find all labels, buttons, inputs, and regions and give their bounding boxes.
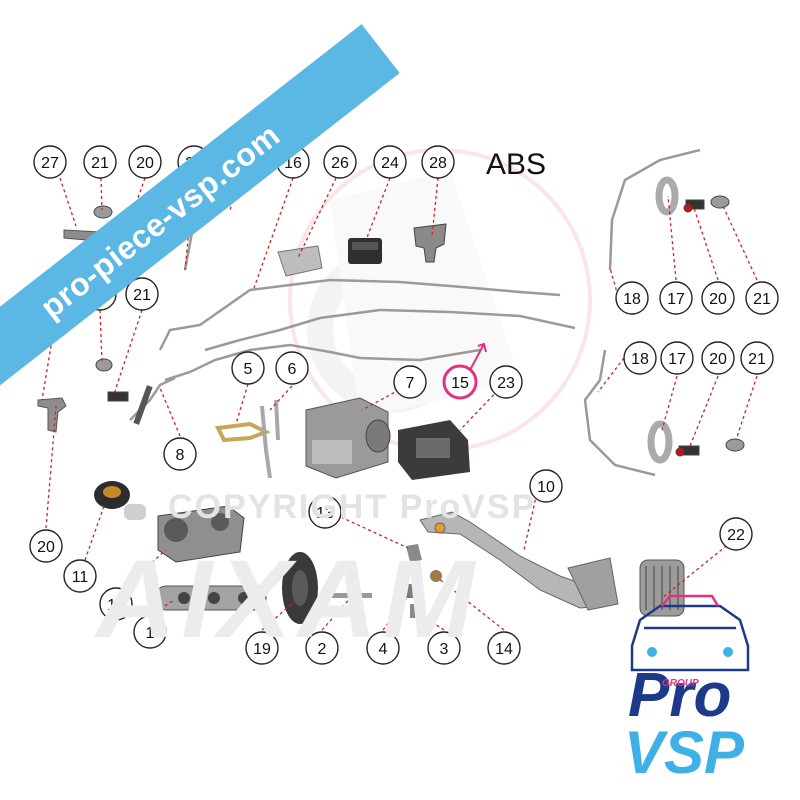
callout-number: 11 xyxy=(72,569,89,586)
callout-number: 20 xyxy=(709,291,727,308)
callout-number: 5 xyxy=(244,361,253,378)
logo-vsp-text: VSP xyxy=(624,719,745,786)
callout-number: 10 xyxy=(537,479,555,496)
highlight-arrow xyxy=(469,342,487,371)
callout-number: 24 xyxy=(381,155,399,172)
part-pipe-clips xyxy=(214,399,280,479)
logo-group-text: GROUP xyxy=(662,678,699,689)
callout-number: 7 xyxy=(406,375,415,392)
callout-number-highlighted: 15 xyxy=(451,375,469,392)
callout-number: 13 xyxy=(316,505,334,522)
leader-lines xyxy=(41,177,758,631)
part-abs-unit-7 xyxy=(305,397,391,479)
part-pedal-pad-22 xyxy=(639,559,685,617)
part-booster-19 xyxy=(282,552,318,624)
callout-number: 20 xyxy=(37,539,55,556)
abs-label: ABS xyxy=(486,148,547,181)
callout-number: 23 xyxy=(497,375,515,392)
callout-number: 27 xyxy=(41,155,59,172)
abs-sensor-rings xyxy=(647,176,679,464)
copyright-watermark: COPYRIGHT ProVSP xyxy=(168,488,537,526)
brake-lines xyxy=(129,148,701,477)
callout-number: 1 xyxy=(146,625,155,642)
callout-number: 18 xyxy=(623,291,641,308)
callout-number: 18 xyxy=(631,351,649,368)
callout-number: 21 xyxy=(91,155,109,172)
part-master-cylinder-1 xyxy=(155,585,267,611)
callout-number: 22 xyxy=(727,527,745,544)
part-module-24 xyxy=(348,238,382,264)
callout-number: 8 xyxy=(176,447,185,464)
callout-number: 17 xyxy=(668,351,686,368)
part-cap-11 xyxy=(94,481,146,520)
callout-number: 20 xyxy=(136,155,154,172)
callout-number: 21 xyxy=(748,351,766,368)
callout-number: 14 xyxy=(495,641,513,658)
callout-number: 28 xyxy=(429,155,447,172)
part-reservoir-12 xyxy=(157,505,245,563)
callout-number: 3 xyxy=(440,641,449,658)
callout-number: 4 xyxy=(379,641,388,658)
callout-number: 21 xyxy=(133,287,151,304)
callout-number: 6 xyxy=(288,361,297,378)
callout-number: 12 xyxy=(107,597,125,614)
callout-number: 21 xyxy=(753,291,771,308)
part-small-hardware xyxy=(326,544,442,618)
logo-pro-text: Pro xyxy=(628,661,732,730)
part-bracket-23 xyxy=(398,420,470,480)
callout-number: 2 xyxy=(318,641,327,658)
part-sensor-28 xyxy=(413,223,447,263)
callout-number: 19 xyxy=(253,641,271,658)
part-bolt-8 xyxy=(133,385,153,425)
callout-number: 17 xyxy=(667,291,685,308)
callout-number: 26 xyxy=(331,155,349,172)
part-pedal-10 xyxy=(419,511,619,611)
part-plate-26 xyxy=(277,245,323,277)
brand-watermark: AIXAM xyxy=(96,538,481,661)
logo-car-outline xyxy=(630,594,750,672)
callout-number: 20 xyxy=(709,351,727,368)
small-fasteners xyxy=(93,195,745,457)
